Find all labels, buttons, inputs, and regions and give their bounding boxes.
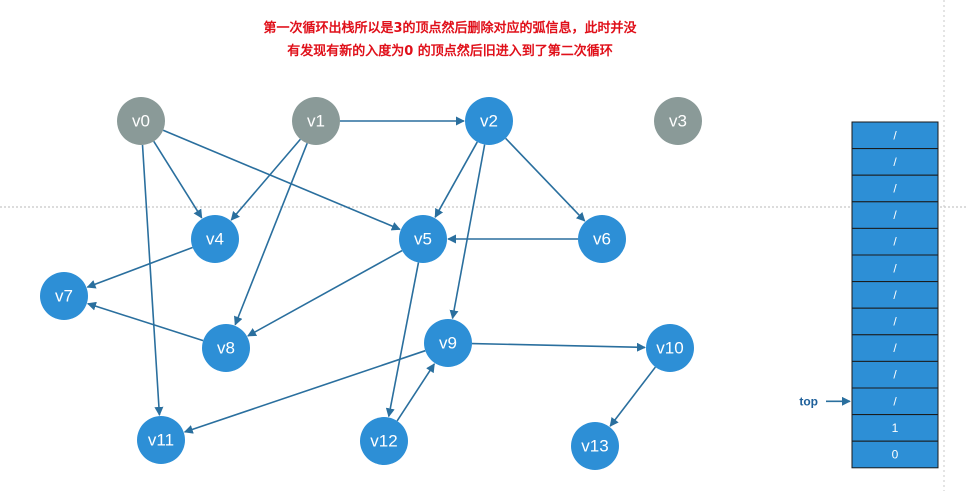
edge-v8-v7 (86, 301, 204, 342)
node-circle (571, 422, 619, 470)
edges-layer (86, 116, 657, 434)
node-v11: v11 (137, 416, 185, 464)
stack-cell (851, 254, 939, 283)
node-label: v7 (55, 287, 73, 306)
caption-line-1: 第一次循环出栈所以是3的顶点然后删除对应的弧信息，此时并没 (263, 21, 637, 36)
edge-v1-v4 (230, 138, 302, 221)
node-label: v2 (480, 112, 498, 131)
edge-v9-v10 (471, 342, 646, 352)
node-v8: v8 (202, 324, 250, 372)
node-circle (137, 416, 185, 464)
stack-cell-value: / (893, 288, 897, 302)
node-circle (578, 215, 626, 263)
stack-cell (851, 281, 939, 309)
stack-cell (851, 440, 939, 469)
node-v10: v10 (646, 324, 694, 372)
edge-v1-v8 (234, 143, 308, 326)
stack-cell (851, 414, 939, 442)
node-v13: v13 (571, 422, 619, 470)
stack: / / / / / / / / / / / 1 0 top (799, 121, 939, 469)
node-circle (202, 324, 250, 372)
stack-cell-value: 0 (892, 448, 899, 462)
node-circle (646, 324, 694, 372)
stack-cell (851, 227, 939, 256)
node-label: v4 (206, 230, 224, 249)
stack-cell-value: / (893, 261, 897, 275)
edge-v2-v9 (449, 144, 486, 320)
caption-line-2: 有发现有新的入度为0 的顶点然后旧进入到了第二次循环 (287, 44, 613, 59)
node-circle (40, 272, 88, 320)
node-label: v8 (217, 339, 235, 358)
edge-v10-v13 (609, 366, 657, 427)
stack-cell-value: / (893, 341, 897, 355)
node-label: v9 (439, 334, 457, 353)
stack-cell (851, 121, 939, 150)
node-label: v10 (656, 339, 683, 358)
edge-v12-v9 (396, 363, 436, 422)
edge-v0-v11 (141, 144, 164, 416)
edge-v4-v7 (86, 246, 193, 289)
edge-v9-v11 (183, 349, 426, 434)
stack-cell-value: / (893, 128, 897, 142)
node-label: v6 (593, 230, 611, 249)
node-label: v12 (370, 432, 397, 451)
edge-v5-v12 (385, 262, 420, 418)
node-v5: v5 (399, 215, 447, 263)
node-v0: v0 (117, 97, 165, 145)
stack-cell (851, 307, 939, 336)
stack-cell (851, 201, 939, 229)
stack-cell-value: / (893, 208, 897, 222)
node-v7: v7 (40, 272, 88, 320)
node-label: v3 (669, 112, 687, 131)
node-v6: v6 (578, 215, 626, 263)
node-circle (465, 97, 513, 145)
node-circle (360, 417, 408, 465)
node-label: v1 (307, 112, 325, 131)
edge-v2-v6 (505, 137, 586, 222)
node-label: v5 (414, 230, 432, 249)
node-circle (654, 97, 702, 145)
nodes-layer: v0 v1 v2 v3 v4 v5 v6 v7 v8 v9 v10 v11 v12 v13 (40, 97, 702, 470)
node-v3: v3 (654, 97, 702, 145)
node-circle (191, 215, 239, 263)
edge-v0-v5 (162, 129, 401, 231)
stack-cell-value: / (893, 182, 897, 196)
stack-cell-value: / (893, 394, 897, 408)
node-v4: v4 (191, 215, 239, 263)
edge-v2-v5 (434, 141, 478, 218)
node-circle (399, 215, 447, 263)
node-label: v0 (132, 112, 150, 131)
node-v1: v1 (292, 97, 340, 145)
stack-cell (851, 360, 939, 389)
stack-cell (851, 148, 939, 176)
node-v9: v9 (424, 319, 472, 367)
node-v2: v2 (465, 97, 513, 145)
stack-cell-value: / (893, 235, 897, 249)
stack-cell-value: 1 (892, 421, 899, 435)
top-pointer-label: top (799, 394, 818, 408)
stack-cell-value: / (893, 315, 897, 329)
node-circle (424, 319, 472, 367)
stack-cell-value: / (893, 368, 897, 382)
node-circle (117, 97, 165, 145)
node-label: v11 (148, 431, 174, 450)
stack-cell (851, 387, 939, 416)
edge-v5-v8 (247, 249, 403, 337)
node-label: v13 (581, 437, 608, 456)
node-circle (292, 97, 340, 145)
stack-cell-value: / (893, 155, 897, 169)
edge-v0-v4 (153, 140, 203, 219)
node-v12: v12 (360, 417, 408, 465)
